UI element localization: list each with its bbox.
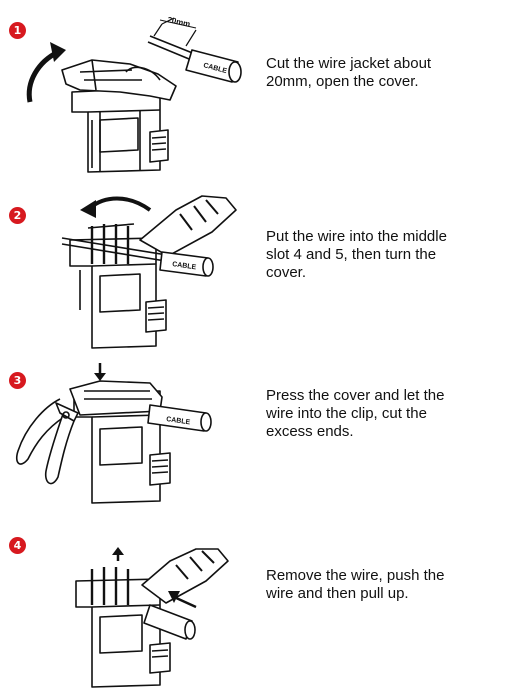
step-2: 2 CABLE Put the wire into the m [0,180,512,355]
step-2-description: Put the wire into the middle slot 4 and … [266,228,447,281]
step-3-badge: 3 [9,372,26,389]
step-3-cable-label: CABLE [166,416,191,426]
step-1: 1 20mm CABLE Cut the [0,0,512,180]
step-4-illustration [75,547,229,688]
step-3-description: Press the cover and let the wire into th… [266,387,445,440]
step-2-badge: 2 [9,207,26,224]
step-1-badge: 1 [9,22,26,39]
step-1-illustration: 20mm CABLE [26,15,242,173]
step-4: 4 Remove the wire, push the wire and the… [0,525,512,699]
step-1-description: Cut the wire jacket about 20mm, open the… [266,55,432,90]
step-1-measure-label: 20mm [167,15,191,29]
step-4-badge: 4 [9,537,26,554]
step-4-description: Remove the wire, push the wire and then … [266,567,445,602]
step-3: 3 CABLE Press the cover and let the wi [0,355,512,525]
step-3-illustration: CABLE [15,363,212,504]
step-2-illustration: CABLE [61,195,237,349]
step-2-cable-label: CABLE [172,261,197,271]
